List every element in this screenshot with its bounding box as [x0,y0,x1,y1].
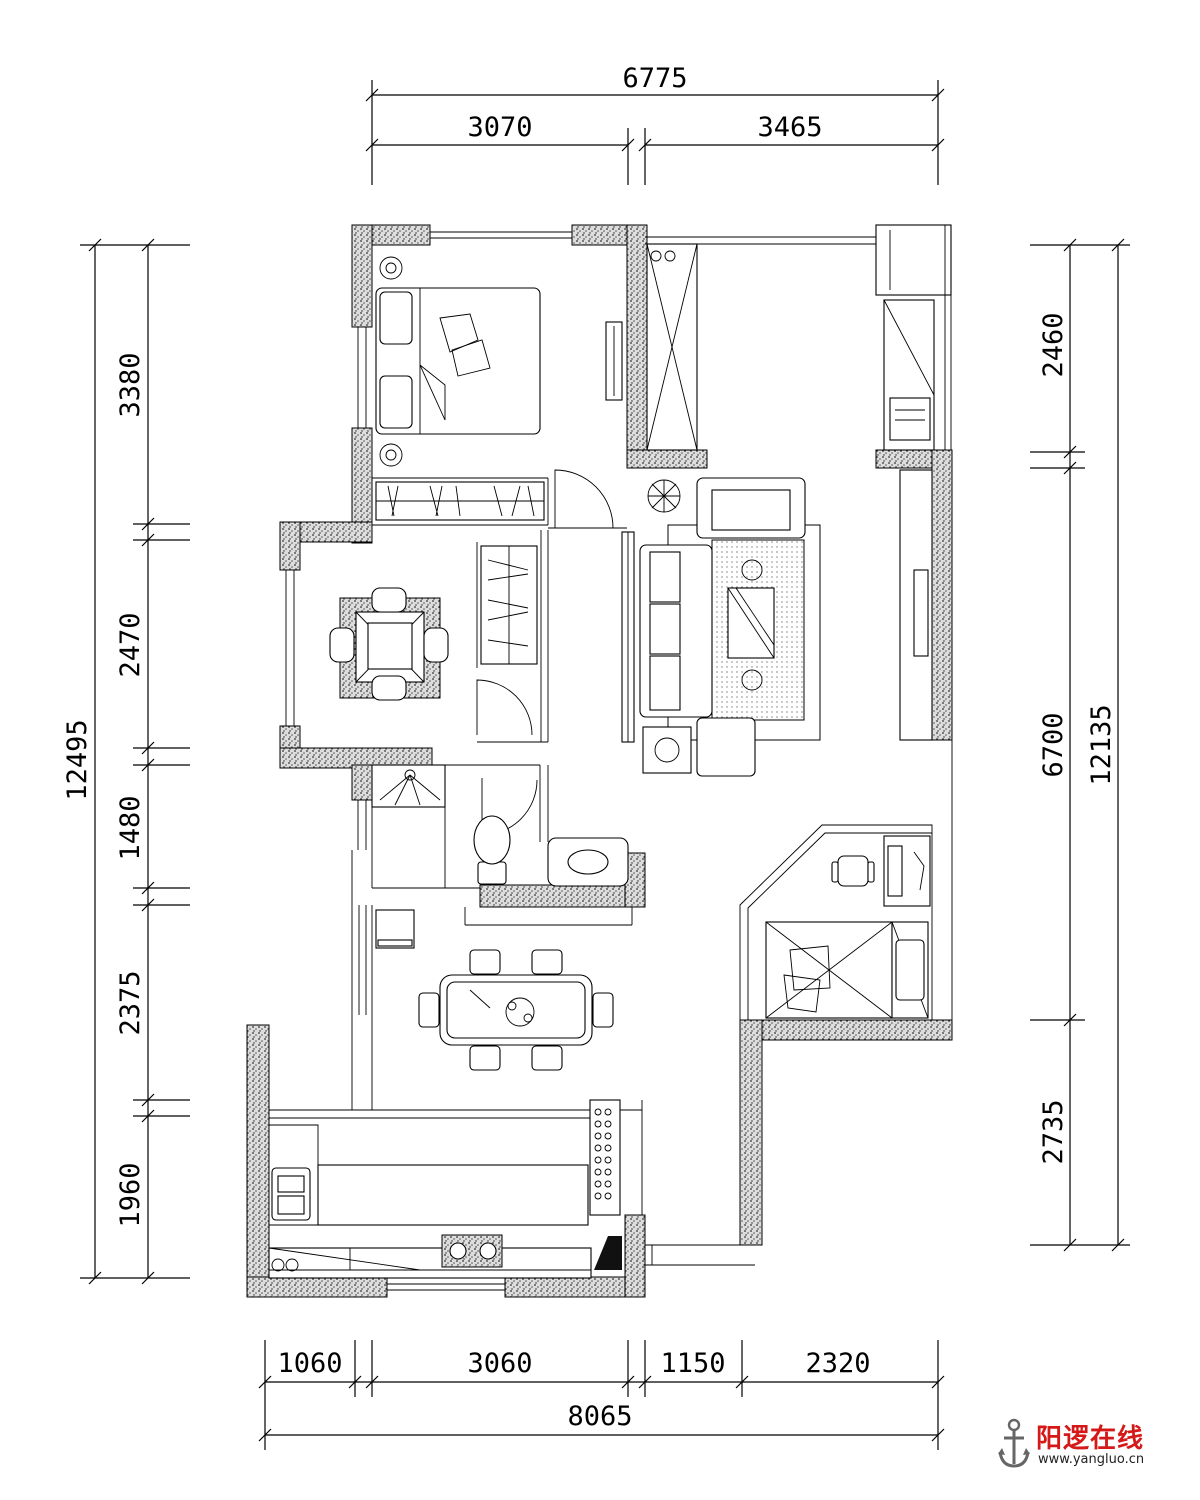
office-chair-icon [831,855,875,887]
chimney [594,1236,622,1270]
lamp-icon [379,256,403,280]
dim-top-total: 6775 [622,63,687,94]
pillow-icon [379,291,413,345]
watermark-name: 阳逻在线 [1036,1424,1145,1454]
dimension-left: 12495 3380 2470 1480 2375 1960 [62,238,190,1285]
dimension-bottom: 1060 3060 1150 2320 8065 [258,1340,945,1450]
side-table [642,726,692,774]
dim-top-right: 3465 [757,112,822,143]
pillow-icon [895,939,925,1001]
dim-left-total: 12495 [62,719,93,800]
fridge [589,1099,621,1216]
plant-icon [647,479,681,513]
armchair [696,717,756,777]
dim-bottom-4: 2320 [805,1348,870,1379]
chair-icon [329,587,449,701]
dim-bottom-1: 1060 [277,1348,342,1379]
sink-icon [567,849,609,875]
door-study [476,679,533,736]
kitchen [268,1099,622,1279]
dim-bottom-2: 3060 [467,1348,532,1379]
walls [246,224,953,1298]
tv-icon [913,569,929,657]
shower-icon [404,769,416,781]
pillow-icon [379,375,413,429]
dim-left-3: 1480 [115,795,146,860]
toilet-icon [473,815,511,885]
second-bedroom [765,835,931,1019]
flower-icon [505,997,535,1027]
appliance-icon [271,1258,285,1272]
dim-right-top: 2460 [1038,312,1069,377]
dim-top-left: 3070 [467,112,532,143]
dim-right-bottom: 2735 [1038,1099,1069,1164]
lamp-icon [379,443,403,467]
tea-room [329,545,538,701]
double-bed [375,287,541,435]
bathroom [371,764,629,887]
master-bedroom [375,256,623,521]
dimension-right: 2460 6700 2735 12135 [1030,238,1130,1252]
dim-left-1: 3380 [115,352,146,417]
living-room [621,469,933,777]
dim-bottom-3: 1150 [660,1348,725,1379]
dim-right-mid: 6700 [1038,712,1069,777]
dim-left-4: 2375 [115,970,146,1035]
watermark: 阳逻在线 www.yangluo.cn [996,1418,1156,1478]
watermark-url: www.yangluo.cn [1038,1452,1145,1467]
dim-bottom-total: 8065 [567,1401,632,1432]
dining-area [375,909,614,1071]
wall-outlines [269,224,953,1291]
dim-left-5: 1960 [115,1162,146,1227]
monitor-icon [887,845,903,897]
dim-right-total: 12135 [1086,704,1117,785]
chair-icon [418,949,614,1071]
dimension-top: 6775 3070 3465 [365,63,945,185]
dim-left-2: 2470 [115,612,146,677]
anchor-icon [998,1418,1030,1468]
